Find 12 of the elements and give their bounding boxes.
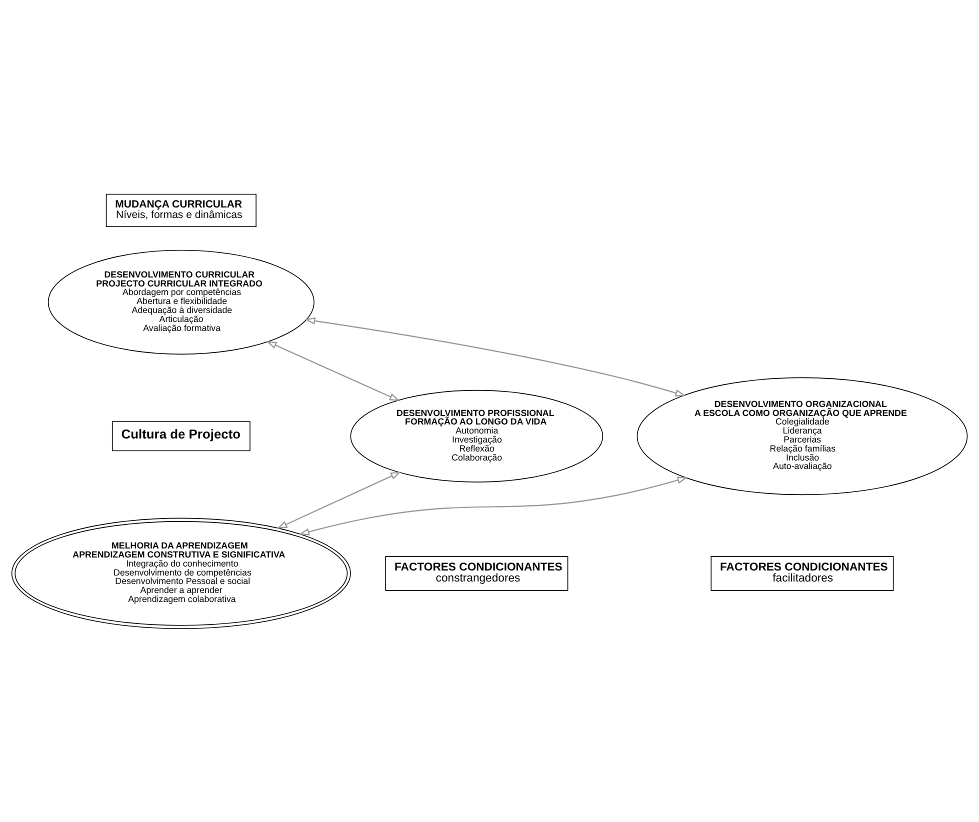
- node-ellipse: DESENVOLVIMENTO PROFISSIONAL FORMAÇÃO AO LONGO DA VIDA Autonomia Investigação Reflexão Colaboração: [350, 389, 604, 482]
- arrow: [298, 476, 688, 535]
- node-box: Cultura de Projecto: [112, 420, 250, 451]
- arrow: [276, 471, 402, 528]
- node-ellipse: DESENVOLVIMENTO ORGANIZACIONAL A ESCOLA COMO ORGANIZAÇÃO QUE APRENDE Colegialidade Liderança Parcerias Relação famílias Inclusão Auto-avaliação: [636, 376, 968, 495]
- arrow: [304, 316, 686, 396]
- node-box: MUDANÇA CURRICULAR Níveis, formas e dinâmicas: [106, 193, 256, 227]
- node-box: FACTORES CONDICIONANTES facilitadores: [710, 556, 894, 590]
- node-box: FACTORES CONDICIONANTES constrangedores: [385, 556, 568, 590]
- arrow: [266, 340, 400, 401]
- node-ellipse: DESENVOLVIMENTO CURRICULAR PROJECTO CURRICULAR INTEGRADO Abordagem por competências Abertura e flexibilidade Adequação à diversidade Articulação Avaliação formativa: [48, 249, 314, 354]
- node-ellipse: MELHORIA DA APRENDIZAGEM APRENDIZAGEM CONSTRUTIVA E SIGNIFICATIVA Integração do conhecimento Desenvolvimento de competências Desenvolvimento Pessoal e social Aprender a aprender Aprendizagem colaborativa: [11, 517, 351, 629]
